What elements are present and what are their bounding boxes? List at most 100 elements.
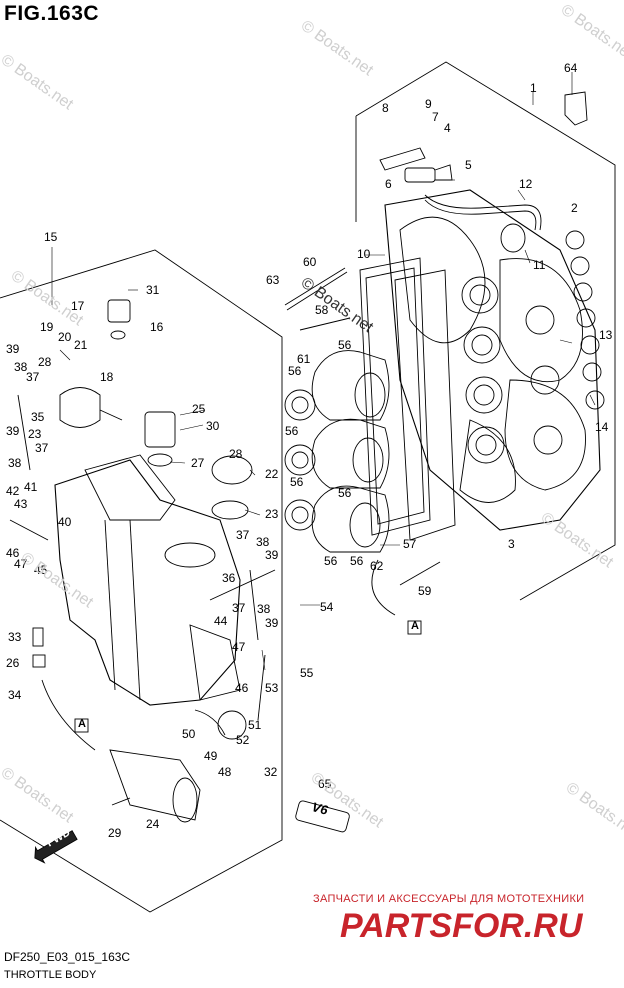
callout-8: 8	[382, 101, 389, 115]
callout-55: 55	[300, 666, 314, 680]
callout-57: 57	[403, 537, 417, 551]
callout-37d: 37	[35, 441, 49, 455]
callout-19: 19	[40, 320, 54, 334]
partsfor-logo-text: PARTSFOR.RU	[340, 907, 584, 945]
callout-37b: 37	[232, 601, 246, 615]
callout-28b: 28	[38, 355, 52, 369]
callout-38d: 38	[8, 456, 22, 470]
callout-16: 16	[150, 320, 164, 334]
callout-46: 46	[235, 681, 249, 695]
callout-12: 12	[519, 177, 533, 191]
callout-1: 1	[530, 81, 537, 95]
callout-17: 17	[71, 299, 85, 313]
callout-56g: 56	[350, 554, 364, 568]
callout-20: 20	[58, 330, 72, 344]
callout-60: 60	[303, 255, 317, 269]
callout-5: 5	[465, 158, 472, 172]
v6-decal	[295, 800, 350, 833]
callout-65: 65	[318, 777, 332, 791]
watermark-2: © Boats.net	[558, 1, 624, 63]
callout-23: 23	[265, 507, 279, 521]
callout-25: 25	[192, 402, 206, 416]
callout-27: 27	[191, 456, 205, 470]
callout-34: 34	[8, 688, 22, 702]
callout-33: 33	[8, 630, 22, 644]
callout-52: 52	[236, 733, 250, 747]
watermark-3: © Boats.net	[0, 51, 77, 113]
callout-21: 21	[74, 338, 88, 352]
figure-title: FIG.163C	[4, 2, 100, 25]
watermark-6: © Boats.net	[538, 509, 617, 571]
callout-32: 32	[264, 765, 278, 779]
callout-56e: 56	[290, 475, 304, 489]
callout-59: 59	[418, 584, 432, 598]
callout-7: 7	[432, 110, 439, 124]
throttle-body-lower	[311, 485, 390, 553]
ref-a-label-right: A	[411, 620, 419, 632]
callout-4: 4	[444, 121, 451, 135]
callout-61: 61	[297, 352, 311, 366]
callout-39c: 39	[6, 342, 20, 356]
partsfor-logo: PARTSFOR.RU	[340, 907, 584, 945]
watermark-1: © Boats.net	[298, 17, 377, 79]
callout-40: 40	[58, 515, 72, 529]
callout-18: 18	[100, 370, 114, 384]
callout-38c: 38	[14, 360, 28, 374]
figure-code: DF250_E03_015_163C	[4, 950, 131, 964]
ref-a-box-left	[74, 718, 89, 733]
callout-22: 22	[265, 467, 279, 481]
watermark-layer: © Boats.net © Boats.net © Boats.net © Bo…	[0, 1, 624, 841]
watermark-10: © Boats.net	[563, 779, 624, 841]
callout-54: 54	[320, 600, 334, 614]
valve-25	[144, 411, 176, 448]
manifold-plate	[384, 189, 601, 531]
callout-56b: 56	[288, 364, 302, 378]
callout-49: 49	[204, 749, 218, 763]
callout-56c: 56	[285, 424, 299, 438]
watermark-8: © Boats.net	[0, 764, 77, 826]
silencer-24	[109, 749, 201, 821]
surge-tank	[54, 459, 241, 706]
callout-31: 31	[146, 283, 160, 297]
callout-47b: 47	[14, 557, 28, 571]
callout-41: 41	[24, 480, 38, 494]
callout-2: 2	[571, 201, 578, 215]
callout-45: 45	[34, 563, 48, 577]
ref-a-label-left: A	[78, 718, 86, 730]
callout-11: 11	[533, 258, 546, 272]
callout-58: 58	[315, 303, 329, 317]
callout-30: 30	[206, 419, 220, 433]
callout-64: 64	[564, 61, 578, 75]
callout-42: 42	[6, 484, 20, 498]
callout-47: 47	[232, 640, 246, 654]
callout-9: 9	[425, 97, 432, 111]
gasket-10	[359, 257, 431, 536]
callout-13: 13	[599, 328, 613, 342]
callout-53: 53	[265, 681, 279, 695]
callout-63: 63	[266, 273, 280, 287]
ref-a-box-right	[407, 620, 422, 635]
callout-38b: 38	[257, 602, 271, 616]
callout-10: 10	[357, 247, 371, 261]
callout-26: 26	[6, 656, 20, 670]
callout-15: 15	[44, 230, 58, 244]
assembly-box-1	[355, 61, 616, 601]
valve-22	[211, 455, 253, 485]
callout-3: 3	[508, 537, 515, 551]
callout-51: 51	[248, 718, 262, 732]
callout-56: 56	[338, 338, 352, 352]
watermark-7: © Boats.net	[18, 549, 97, 611]
callout-56f: 56	[324, 554, 338, 568]
callout-29: 29	[108, 826, 122, 840]
callout-39: 39	[265, 548, 279, 562]
callout-39d: 39	[6, 424, 20, 438]
fwd-arrow-icon	[34, 830, 78, 864]
callout-46b: 46	[6, 546, 20, 560]
callout-38: 38	[256, 535, 270, 549]
callout-37c: 37	[26, 370, 40, 384]
callout-44: 44	[214, 614, 228, 628]
callout-35: 35	[31, 410, 45, 424]
callout-36: 36	[222, 571, 236, 585]
